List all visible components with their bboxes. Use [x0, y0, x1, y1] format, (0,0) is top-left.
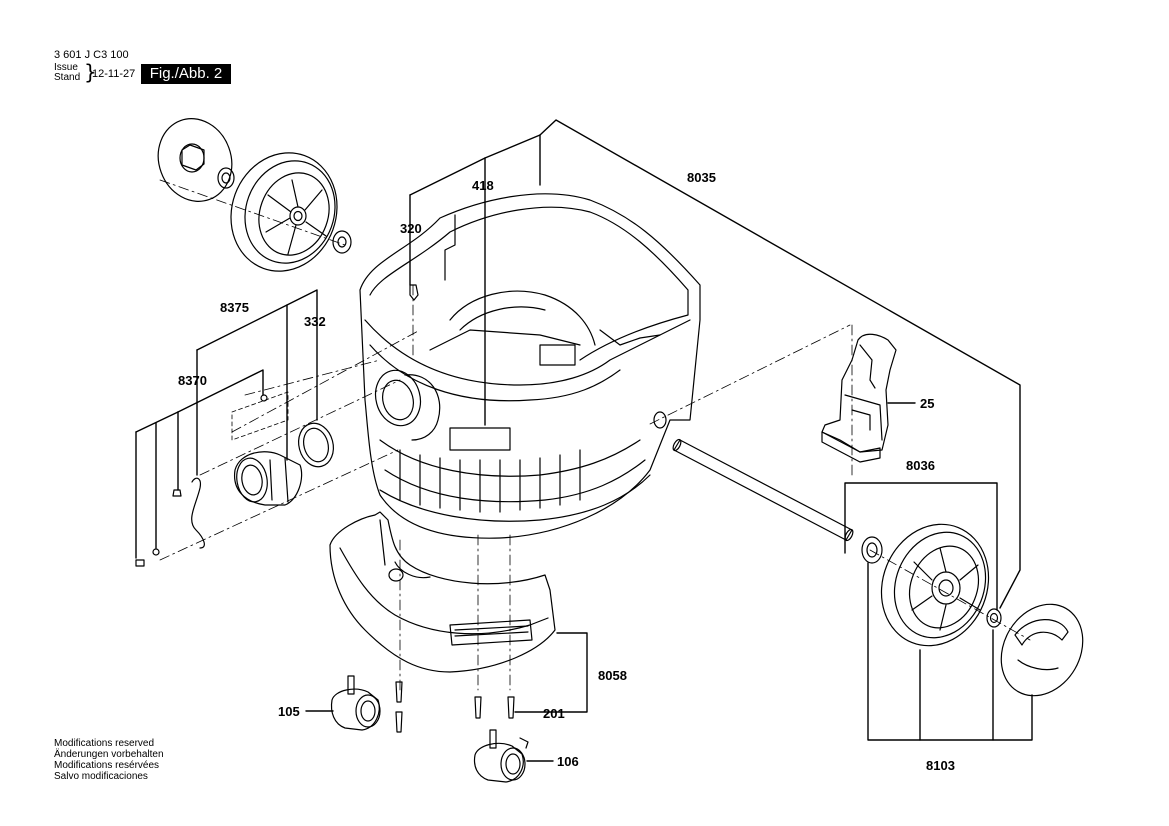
part-label-8035: 8035 — [687, 170, 716, 185]
part-label-8103: 8103 — [926, 758, 955, 773]
washer-right — [861, 536, 883, 564]
handle-bracket — [821, 333, 897, 463]
caster-105 — [330, 675, 381, 731]
dust-container — [359, 193, 701, 539]
note-line: Änderungen vorbehalten — [54, 749, 164, 760]
part-label-8375: 8375 — [220, 300, 249, 315]
retaining-clip-top — [217, 167, 235, 189]
caster-mount-base — [329, 511, 556, 673]
dashed-frame — [231, 391, 289, 441]
small-plug — [409, 284, 419, 301]
mounting-screws — [395, 681, 515, 733]
part-label-8058: 8058 — [598, 668, 627, 683]
coupling-sleeve — [234, 451, 303, 506]
issue-date: 12-11-27 — [92, 68, 136, 80]
part-label-25: 25 — [920, 396, 934, 411]
assembly-axis-lines — [159, 179, 1031, 691]
issue-labels: Issue Stand — [54, 63, 80, 83]
part-label-320: 320 — [400, 221, 422, 236]
axle-rod — [672, 438, 854, 542]
part-label-418: 418 — [472, 178, 494, 193]
wire-spring — [191, 477, 205, 549]
document-number: 3 601 J C3 100 — [54, 49, 129, 61]
part-label-8370: 8370 — [178, 373, 207, 388]
leader-lines — [135, 119, 1033, 762]
brace-glyph: } — [84, 60, 97, 84]
figure-label: Fig./Abb. 2 — [141, 64, 231, 84]
hub-cover-disc — [157, 118, 233, 202]
part-label-106: 106 — [557, 754, 579, 769]
caster-106 — [473, 729, 529, 783]
suction-inlet — [374, 369, 441, 441]
stand-label: Stand — [54, 72, 81, 83]
part-labels: 8035 418 320 8375 332 8370 25 8036 8058 … — [178, 170, 955, 773]
washer-top — [332, 230, 352, 254]
wheel-top-left — [230, 152, 338, 272]
note-line: Salvo modificaciones — [54, 771, 148, 782]
note-line: Modifications resérvées — [54, 760, 160, 771]
part-label-332: 332 — [304, 314, 326, 329]
seal-ring — [298, 422, 334, 468]
retaining-clip-right — [986, 608, 1002, 628]
issue-label: Issue — [54, 62, 78, 73]
part-label-201: 201 — [543, 706, 565, 721]
wheel-right — [880, 523, 990, 647]
part-label-8036: 8036 — [906, 458, 935, 473]
hub-cap-right — [1000, 603, 1084, 697]
note-line: Modifications reserved — [54, 738, 155, 749]
part-label-105: 105 — [278, 704, 300, 719]
modification-notes: Modifications reserved Änderungen vorbeh… — [54, 738, 164, 782]
